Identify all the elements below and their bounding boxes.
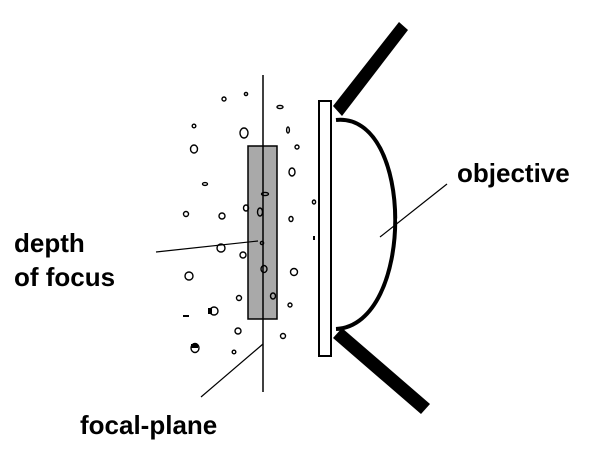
particle [191, 123, 197, 129]
particle [260, 191, 270, 197]
particle [221, 96, 227, 102]
depth-of-focus-label-line2: of focus [14, 262, 116, 292]
particle [256, 207, 264, 217]
objective-leader [379, 183, 448, 238]
particle [239, 251, 247, 259]
particle [182, 210, 190, 218]
particle [189, 144, 199, 154]
particle [216, 243, 226, 253]
particle [294, 144, 300, 150]
particle [201, 181, 209, 187]
objective-lens-arc [335, 117, 398, 331]
particle-dashes [183, 236, 315, 348]
depth-of-focus-leader [155, 240, 259, 253]
particle [288, 167, 296, 177]
particle [279, 332, 287, 340]
particle [191, 344, 198, 348]
particle [311, 199, 317, 205]
objective-label: objective [457, 158, 570, 188]
particle [242, 204, 250, 212]
particle [260, 264, 268, 274]
particle [269, 292, 277, 300]
particle [234, 327, 242, 335]
particles [182, 91, 317, 355]
particle [259, 240, 265, 246]
particle [287, 302, 293, 308]
particle [184, 271, 194, 281]
particle [208, 308, 212, 314]
focal-plane-leader [200, 343, 264, 398]
particle [235, 294, 243, 302]
particle [243, 91, 249, 97]
cover-slip [318, 100, 332, 357]
particle [218, 212, 226, 220]
particle [276, 104, 284, 110]
objective-upper-arm [333, 22, 408, 116]
particle [183, 315, 189, 317]
particle [285, 126, 291, 134]
focal-plane-label: focal-plane [80, 410, 218, 440]
particle [288, 215, 294, 223]
particle [289, 267, 299, 277]
particle [239, 127, 249, 139]
particle [231, 349, 237, 355]
depth-of-focus-label-line1: depth [14, 228, 85, 258]
objective-lower-arm [333, 328, 430, 414]
particle [313, 236, 315, 240]
